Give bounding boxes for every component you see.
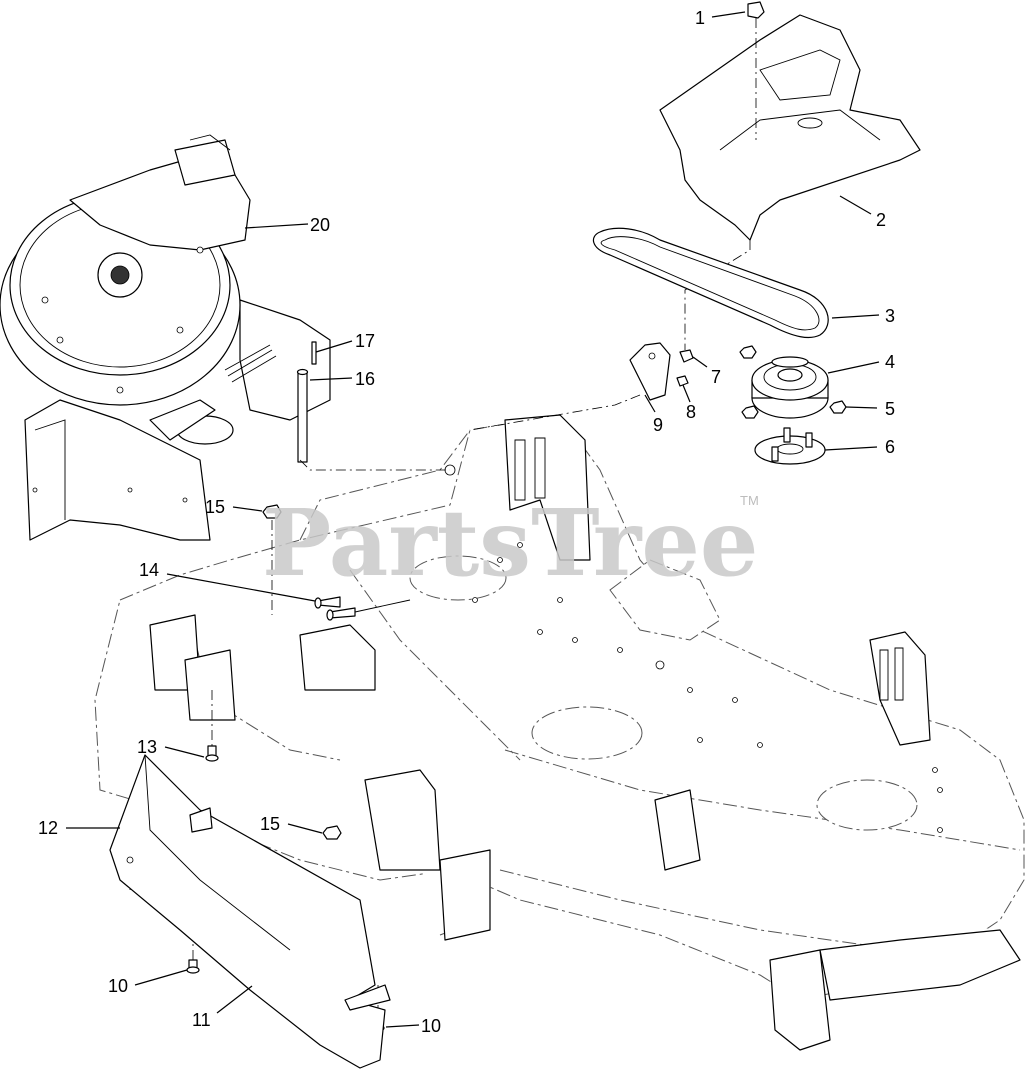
leader-11	[216, 985, 253, 1014]
blower-housing	[0, 134, 331, 541]
flange-nut-15-top	[262, 504, 282, 615]
leader-15a	[232, 506, 263, 512]
partstree-watermark: PartsTree TM	[262, 489, 759, 597]
callout-14: 14	[139, 560, 159, 580]
leader-10b	[385, 1024, 420, 1028]
leader-2	[839, 195, 872, 215]
belt-shield	[659, 1, 921, 350]
flange-nuts	[739, 345, 847, 419]
leader-8	[682, 384, 691, 403]
callout-12: 12	[38, 818, 58, 838]
watermark-text: PartsTree	[262, 489, 758, 597]
pulley-spacer	[754, 427, 826, 465]
leader-17	[315, 340, 353, 353]
leader-16	[309, 377, 353, 381]
callout-20: 20	[310, 215, 330, 235]
carriage-bolts	[314, 596, 411, 621]
rod-and-pin	[296, 341, 450, 471]
deck-brackets	[149, 414, 1021, 1051]
callout-3: 3	[885, 306, 895, 326]
callout-15-lower: 15	[260, 814, 280, 834]
callout-11: 11	[192, 1010, 211, 1030]
leader-15b	[287, 823, 323, 834]
leader-4	[827, 361, 880, 374]
watermark-trademark: TM	[740, 493, 759, 508]
callout-6: 6	[885, 437, 895, 457]
leader-13	[164, 746, 205, 758]
screw-13	[205, 690, 219, 762]
callout-17: 17	[355, 331, 375, 351]
callout-8: 8	[686, 402, 696, 422]
callout-9: 9	[653, 415, 663, 435]
deflector-plate	[109, 754, 391, 1069]
callout-16: 16	[355, 369, 375, 389]
callout-numbers: 1 2 3 4 5 6 7 8 9 10 10 11 12 13 14 15 1…	[38, 8, 895, 1036]
callout-2: 2	[876, 210, 886, 230]
leader-10a	[134, 969, 188, 986]
leader-9	[644, 394, 656, 413]
callout-10-right: 10	[421, 1016, 441, 1036]
idler-bracket	[469, 342, 694, 431]
leader-1	[711, 11, 746, 18]
callout-7: 7	[711, 367, 721, 387]
leader-6	[824, 446, 878, 451]
callout-1: 1	[695, 8, 705, 28]
leader-14	[166, 573, 316, 602]
callout-5: 5	[885, 399, 895, 419]
callout-15-top: 15	[205, 497, 225, 517]
callout-4: 4	[885, 352, 895, 372]
drive-belt	[592, 227, 829, 339]
clutch-pulley	[751, 356, 829, 419]
flange-nut-15-lower	[322, 825, 342, 840]
deck-holes	[444, 464, 943, 833]
leader-20	[244, 223, 309, 229]
callout-10-left: 10	[108, 976, 128, 996]
callout-13: 13	[137, 737, 157, 757]
callout-leaders	[66, 11, 880, 1028]
leader-7	[692, 356, 708, 368]
leader-5	[845, 406, 878, 409]
leader-3	[831, 314, 880, 319]
